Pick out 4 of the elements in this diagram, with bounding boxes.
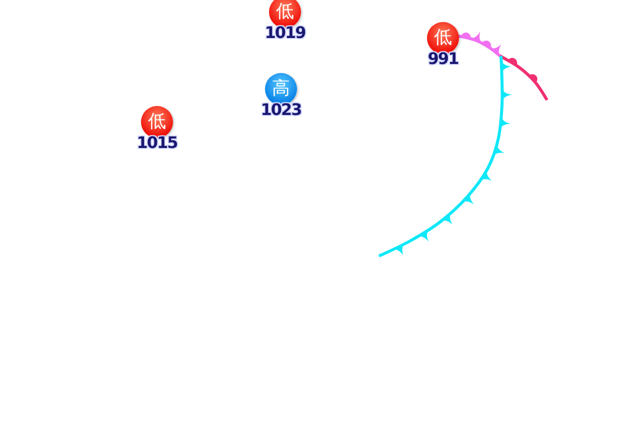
pressure-value: 1023 [260,102,302,118]
pressure-value: 1019 [264,25,306,41]
pressure-value: 1015 [136,135,178,151]
pressure-value: 991 [428,51,458,67]
